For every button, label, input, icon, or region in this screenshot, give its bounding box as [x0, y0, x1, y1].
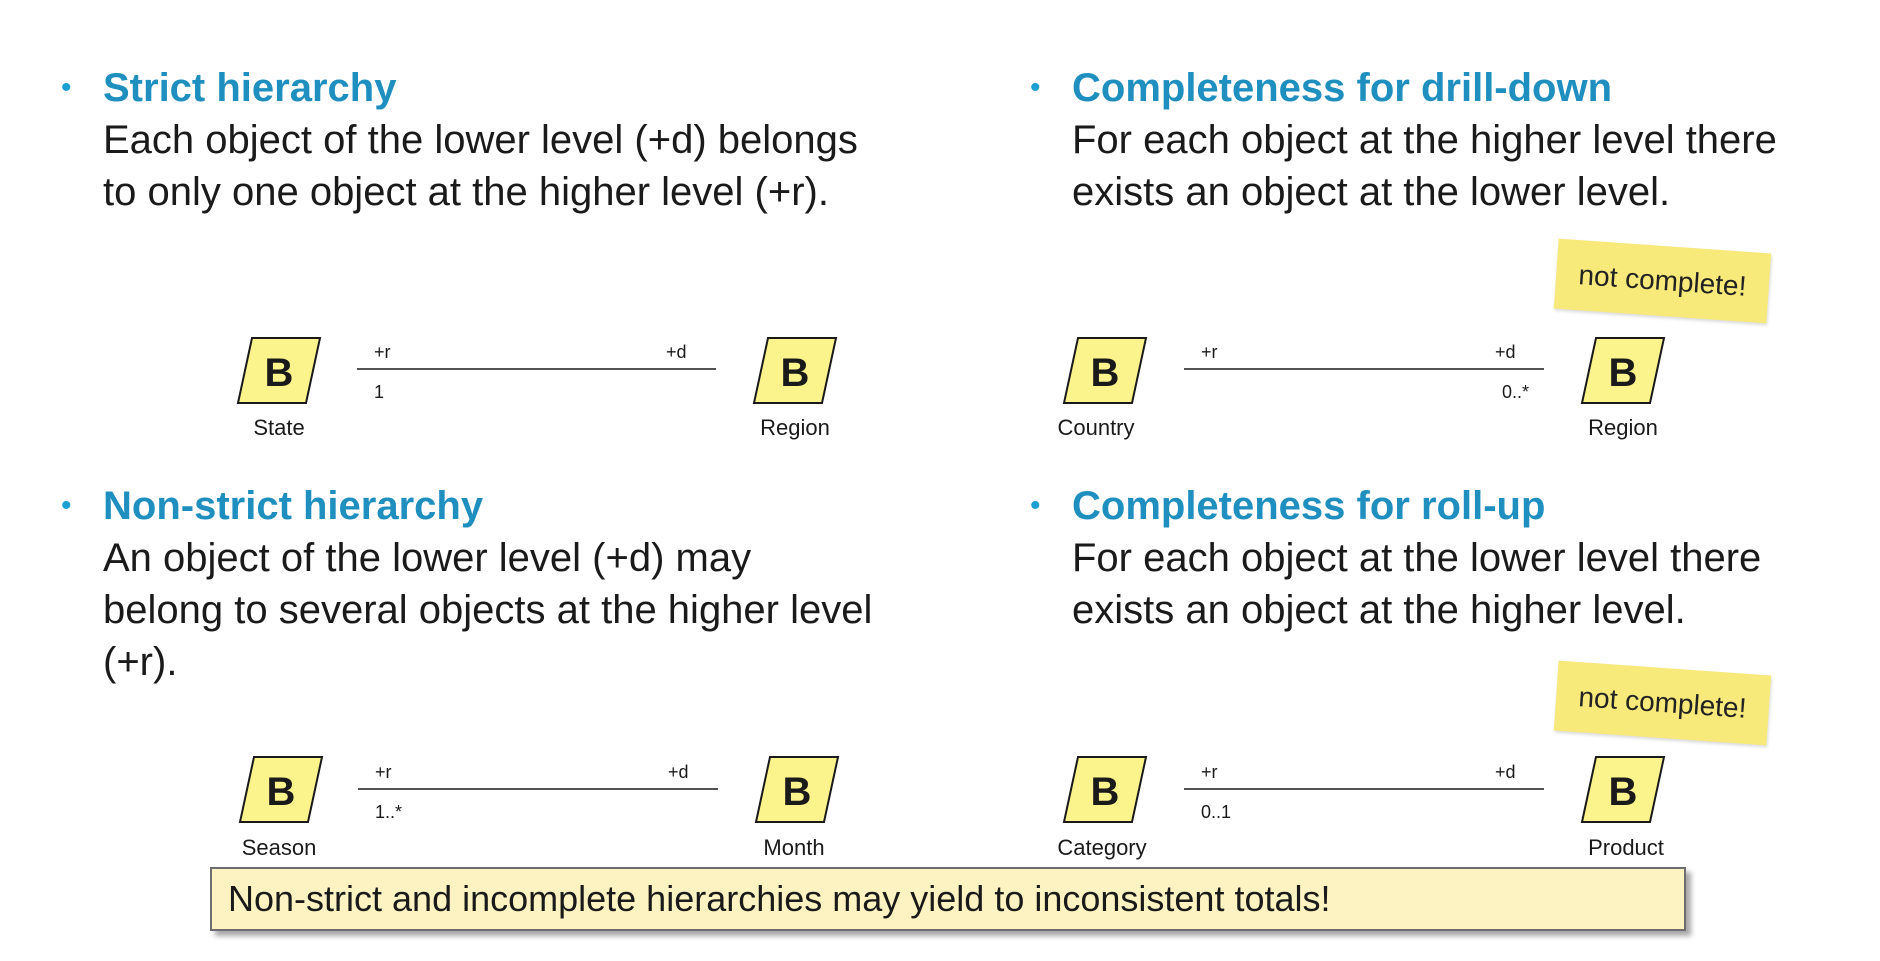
badge-letter: B	[1091, 770, 1120, 814]
level-label-region: Region	[1588, 415, 1658, 440]
level-label-region: Region	[760, 415, 830, 440]
callout-box: Non-strict and incomplete hierarchies ma…	[210, 867, 1686, 931]
role-label-r: +r	[375, 762, 392, 782]
heading-non-strict-hierarchy: Non-strict hierarchy	[103, 484, 484, 528]
level-badge-category: B	[1062, 756, 1148, 823]
text-completeness-roll-up: For each object at the lower level there…	[1072, 532, 1761, 636]
badge-letter: B	[781, 351, 810, 395]
bullet: •	[61, 71, 72, 104]
note-not-complete-drill-down: not complete!	[1553, 238, 1772, 324]
level-badge-state: B	[236, 337, 322, 404]
role-label-d: +d	[1495, 762, 1516, 782]
level-label-product: Product	[1588, 835, 1664, 860]
role-label-d: +d	[668, 762, 689, 782]
badge-letter: B	[265, 351, 294, 395]
role-label-r: +r	[374, 342, 391, 362]
level-label-category: Category	[1057, 835, 1146, 860]
section-completeness-drill-down: • Completeness for drill-down For each o…	[1030, 62, 1777, 218]
level-badge-season: B	[238, 756, 324, 823]
level-label-season: Season	[242, 835, 317, 860]
bullet: •	[61, 489, 72, 522]
text-line: belong to several objects at the higher …	[103, 588, 873, 632]
badge-letter: B	[783, 770, 812, 814]
text-strict-hierarchy: Each object of the lower level (+d) belo…	[103, 114, 858, 218]
level-badge-region: B	[752, 337, 838, 404]
role-label-d: +d	[1495, 342, 1516, 362]
level-badge-country: B	[1062, 337, 1148, 404]
level-badge-product: B	[1580, 756, 1666, 823]
level-label-month: Month	[763, 835, 824, 860]
role-label-r: +r	[1201, 762, 1218, 782]
multiplicity-label: 1	[374, 382, 384, 402]
multiplicity-label: 0..1	[1201, 802, 1231, 822]
level-label-country: Country	[1057, 415, 1134, 440]
text-line: exists an object at the lower level.	[1072, 170, 1671, 214]
text-line: (+r).	[103, 640, 178, 684]
diagram-season-month: B Season +r +d 1..* B Month	[238, 756, 840, 860]
note-not-complete-roll-up: not complete!	[1553, 660, 1772, 746]
section-completeness-roll-up: • Completeness for roll-up For each obje…	[1030, 480, 1761, 636]
text-completeness-drill-down: For each object at the higher level ther…	[1072, 114, 1777, 218]
bullet: •	[1030, 71, 1041, 104]
level-label-state: State	[253, 415, 304, 440]
badge-letter: B	[1609, 770, 1638, 814]
level-badge-month: B	[754, 756, 840, 823]
text-line: For each object at the lower level there	[1072, 536, 1762, 580]
text-line: to only one object at the higher level (…	[103, 170, 829, 214]
text-line: An object of the lower level (+d) may	[103, 536, 752, 580]
section-strict-hierarchy: • Strict hierarchy Each object of the lo…	[61, 62, 858, 218]
section-non-strict-hierarchy: • Non-strict hierarchy An object of the …	[61, 480, 872, 688]
multiplicity-label: 0..*	[1502, 382, 1529, 402]
badge-letter: B	[1091, 351, 1120, 395]
badge-letter: B	[1609, 351, 1638, 395]
text-non-strict-hierarchy: An object of the lower level (+d) may be…	[103, 532, 872, 688]
heading-completeness-roll-up: Completeness for roll-up	[1072, 484, 1546, 528]
multiplicity-label: 1..*	[375, 802, 402, 822]
diagram-state-region: B State +r +d 1 B Region	[236, 337, 838, 440]
badge-letter: B	[267, 770, 296, 814]
text-line: For each object at the higher level ther…	[1072, 118, 1777, 162]
level-badge-region: B	[1580, 337, 1666, 404]
text-line: Each object of the lower level (+d) belo…	[103, 118, 858, 162]
diagram-country-region: B Country +r +d 0..* B Region	[1057, 337, 1666, 440]
role-label-d: +d	[666, 342, 687, 362]
diagram-category-product: B Category +r +d 0..1 B Product	[1057, 756, 1666, 860]
heading-completeness-drill-down: Completeness for drill-down	[1072, 66, 1613, 110]
bullet: •	[1030, 489, 1041, 522]
text-line: exists an object at the higher level.	[1072, 588, 1686, 632]
role-label-r: +r	[1201, 342, 1218, 362]
heading-strict-hierarchy: Strict hierarchy	[103, 66, 397, 110]
